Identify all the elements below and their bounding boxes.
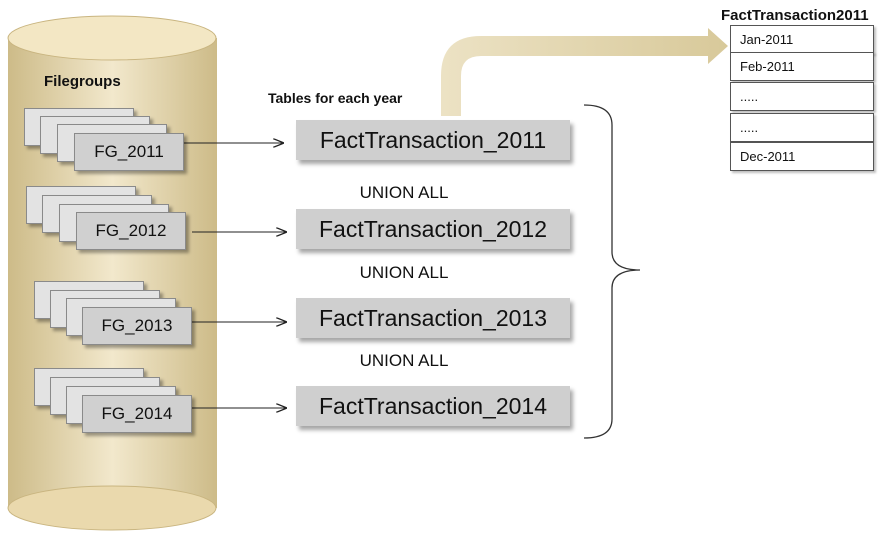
table-box-2014: FactTransaction_2014 (296, 386, 570, 426)
table-box-2013: FactTransaction_2013 (296, 298, 570, 338)
union-all-label: UNION ALL (359, 183, 449, 202)
month-row: Dec-2011 (730, 142, 874, 171)
month-row: ..... (730, 113, 874, 142)
flow-arrow-icon (441, 28, 728, 116)
filegroups-title: Filegroups (44, 73, 121, 90)
month-row: Jan-2011 (730, 25, 874, 54)
filegroup-label: FG_2013 (82, 307, 192, 345)
month-row: Feb-2011 (730, 52, 874, 81)
union-all-label: UNION ALL (359, 263, 449, 282)
table-box-2012: FactTransaction_2012 (296, 209, 570, 249)
brace-icon (583, 104, 641, 439)
table-box-2011: FactTransaction_2011 (296, 120, 570, 160)
union-all-label: UNION ALL (359, 351, 449, 370)
filegroup-label: FG_2012 (76, 212, 186, 250)
month-row: ..... (730, 82, 874, 111)
filegroup-label: FG_2014 (82, 395, 192, 433)
tables-header: Tables for each year (268, 90, 403, 106)
filegroup-label: FG_2011 (74, 133, 184, 171)
detail-table-title: FactTransaction2011 (721, 7, 869, 24)
database-cylinder-icon (7, 15, 217, 531)
